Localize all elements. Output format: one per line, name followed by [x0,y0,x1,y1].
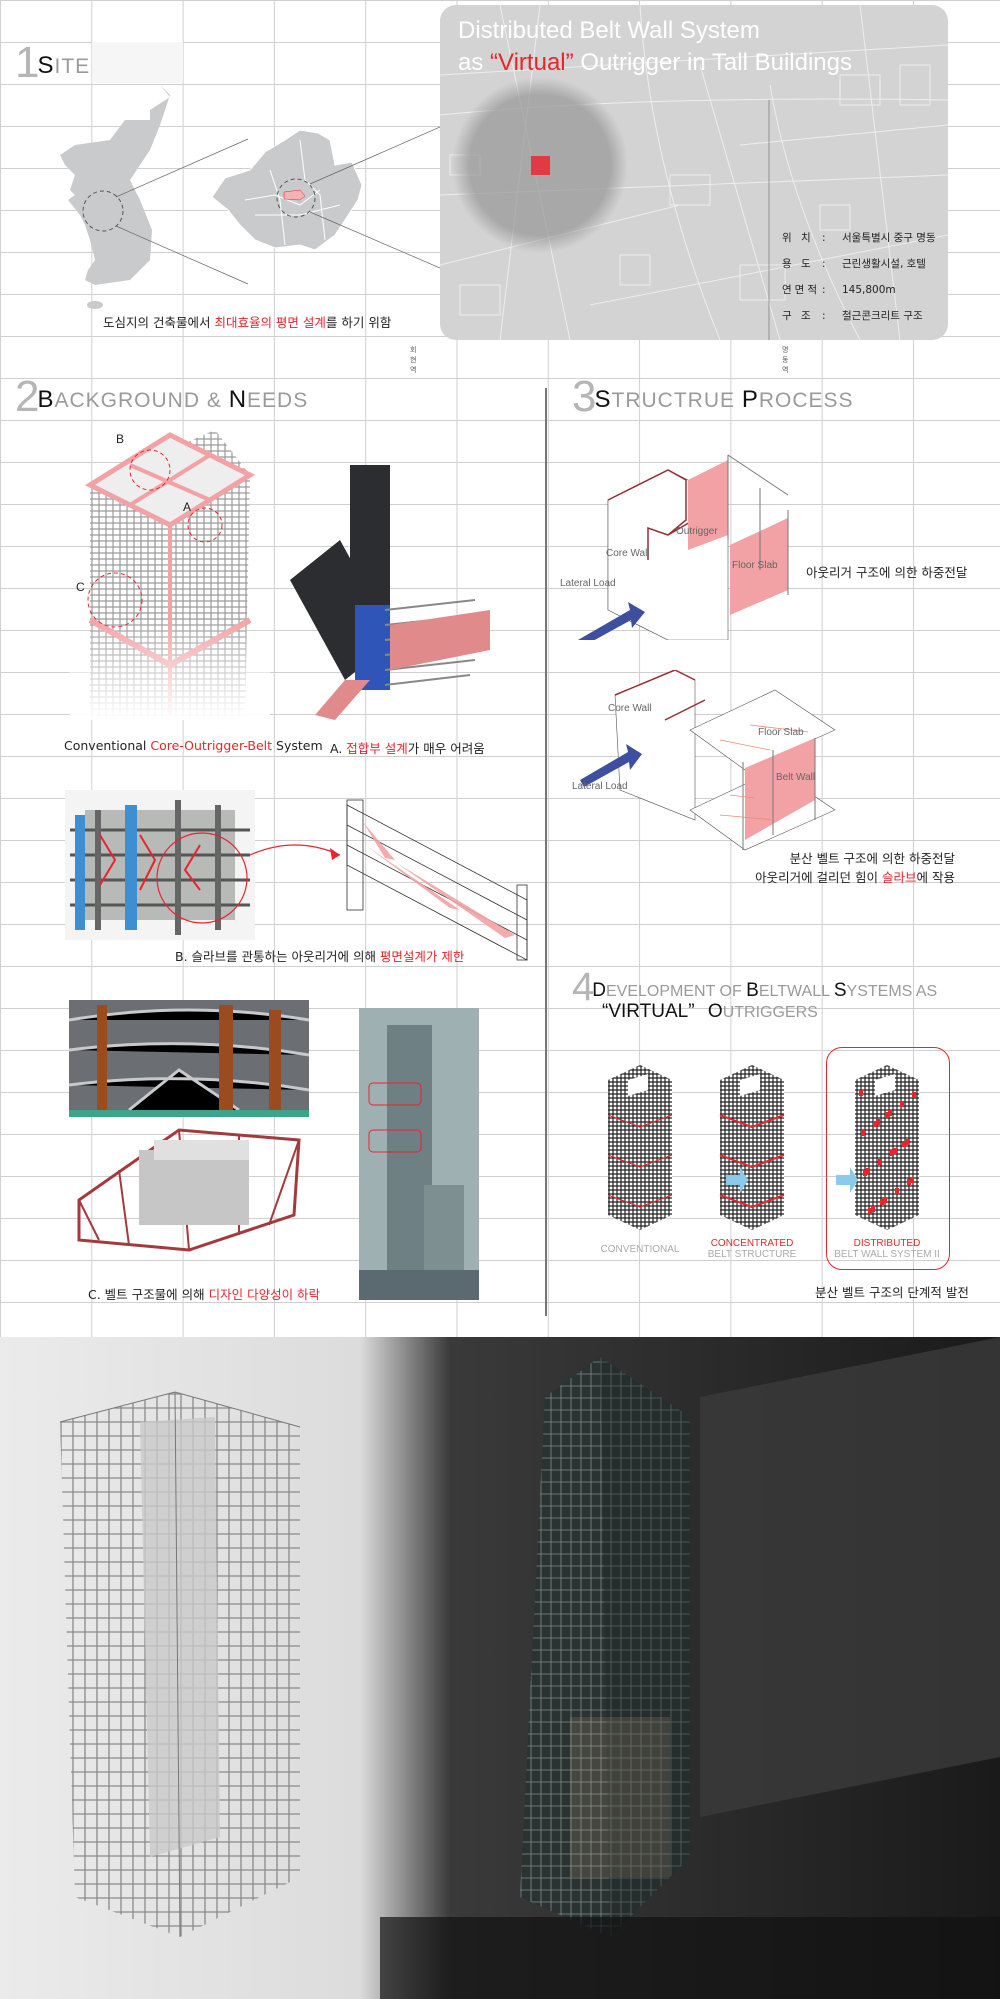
outrigger-joint-diagram [290,465,490,720]
section-divider [545,388,547,1316]
label-b: B [116,432,125,446]
belt-truss-diagram [77,1128,301,1252]
stage-title: DISTRIBUTED [853,1238,921,1249]
stage-title: CONCENTRATED [710,1238,794,1249]
stage-subtitle: BELT STRUCTURE [707,1249,797,1260]
info-key: 용 도 [782,258,814,270]
process-caption-1: 아웃리거 구조에 의한 하중전달 [806,565,968,580]
seoul-map [211,129,363,251]
section-4-heading: 4DEVELOPMENT OF BELTWALL SYSTEMS AS “VIR… [572,965,938,1022]
label-c: C [76,580,85,594]
caption-b: B. 슬라브를 관통하는 아웃리거에 의해 평면설계가 제한 [175,949,465,964]
label-lateral-load: Lateral Load [560,578,616,589]
label-lateral-load-2: Lateral Load [572,781,628,792]
site-maps [60,85,440,309]
poster-title-line1: Distributed Belt Wall System [458,17,760,44]
heading-word: EVELOPMENT OF [605,983,747,1000]
heading-word: YSTEMS AS [846,983,938,1000]
info-value: 서울특별시 중구 명동 [842,232,936,244]
section-1-heading: 1SITE [15,38,91,87]
section-2-heading: 2BACKGROUND & NEEDS [15,372,309,421]
arrow-right-icon [836,1167,858,1193]
belt-examples [69,1000,479,1300]
tower-renderings [0,1337,1000,1999]
conventional-caption: Conventional Core-Outrigger-Belt System [64,738,323,753]
sketch-tower [59,1391,301,1938]
label-floor-slab: Floor Slab [732,560,778,571]
development-towers [607,1065,919,1230]
stage-tower [719,1065,785,1230]
myeongdong-district [283,189,306,201]
site-marker [531,156,550,175]
caption-a: A. 접합부 설계가 매우 어려움 [330,741,485,756]
belt-wall-load-diagram [580,670,836,851]
info-colon: : [822,258,826,270]
night-tower [520,1357,690,1937]
site-caption: 도심지의 건축물에서 최대효율의 평면 설계를 하기 위함 [103,315,392,330]
conventional-tower-diagram [70,430,270,720]
section-3-heading: 3STRUCTRUE PROCESS [572,372,854,421]
site-info-row: 연면적: 145,800m [782,282,896,297]
info-value: 철근콘크리트 구조 [842,310,923,322]
street-map [440,5,948,340]
info-colon: : [822,310,826,322]
poster-title-line2: as “Virtual” Outrigger in Tall Buildings [458,49,852,76]
heading-word: ELTWALL [758,983,834,1000]
info-colon: : [822,284,826,296]
info-value: 145,800m [842,284,896,296]
korea-map [60,85,170,285]
label-floor-slab-2: Floor Slab [758,727,804,738]
label-a: A [183,500,192,514]
distributed-highlight-box [826,1047,950,1270]
site-info-row: 위 치: 서울특별시 중구 명동 [782,230,936,245]
info-colon: : [822,232,826,244]
heading-tile [92,42,183,83]
stage-subtitle: BELT WALL SYSTEM II [834,1249,940,1260]
title-panel: Distributed Belt Wall System as “Virtual… [440,5,948,340]
caption-c: C. 벨트 구조물에 의해 디자인 다양성이 하락 [88,1287,321,1302]
process-caption-2: 분산 벨트 구조에 의한 하중전달 아웃리거에 걸리던 힘이 슬라브에 작용 [755,851,955,885]
label-outrigger: Outrigger [676,526,718,537]
heading-cap-letter: S [833,980,847,1001]
label-belt-wall: Belt Wall [776,772,816,783]
station-label-myeongdong: 명동역 [782,346,789,374]
heading-cap-letter: B [746,980,759,1001]
outrigger-slab-diagram [65,790,528,961]
stage-title: CONVENTIONAL [600,1244,680,1255]
outrigger-load-diagram [578,454,789,640]
station-label-hoehyeon: 회현역 [410,346,417,374]
stage-tower [607,1065,673,1230]
label-core-wall-2: Core Wall [608,703,652,714]
site-info-row: 용 도: 근린생활시설, 호텔 [782,256,926,271]
info-value: 근린생활시설, 호텔 [842,258,926,270]
arrow-right-icon [726,1167,748,1193]
stage-tower [855,1065,919,1230]
heading-cap-letter: D [592,980,606,1001]
info-key: 구 조 [782,310,814,322]
stage-label: CONVENTIONAL [578,1238,702,1255]
info-key: 연면적 [782,284,820,296]
label-core-wall: Core Wall [606,548,650,559]
site-info-row: 구 조: 철근콘크리트 구조 [782,308,923,323]
development-caption: 분산 벨트 구조의 단계적 발전 [815,1285,969,1300]
info-key: 위 치 [782,232,814,244]
